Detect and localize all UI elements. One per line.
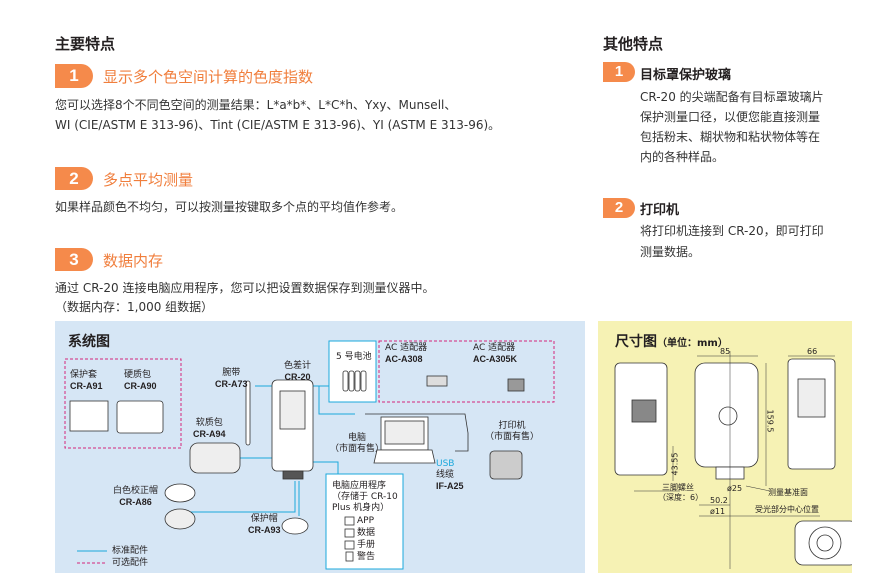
ref-plane-label: 测量基准面 [768, 488, 808, 497]
folder-icon [344, 540, 355, 550]
dim-height: 159.5 [765, 409, 775, 433]
ac-a308-image [426, 375, 448, 387]
usb-model: IF-A25 [436, 481, 464, 491]
case-label: 保护套 [70, 370, 98, 380]
file-app: APP [357, 516, 375, 526]
other-badge-2: 2 [603, 198, 635, 218]
legend-standard: 标准配件 [112, 546, 149, 556]
file-data: 数据 [357, 528, 376, 538]
dim-width: 85 [720, 347, 731, 356]
protect-cap-label: 保护帽 [250, 514, 278, 524]
device-model: CR-20 [284, 372, 311, 382]
software-line-3: Plus 机身内） [332, 503, 390, 513]
other-text-2a: 将打印机连接到 CR-20，即可打印 [640, 224, 824, 238]
other-title-2: 打印机 [640, 203, 680, 218]
dimension-unit: （单位：mm） [657, 338, 728, 349]
dim-depth: 66 [807, 347, 818, 356]
center-label: 受光部分中心位置 [755, 505, 819, 514]
usb-cable-label: 线缆 [436, 470, 455, 480]
feature-text-2: 如果样品颜色不均匀，可以按测量按键取多个点的平均值作参考。 [55, 200, 404, 214]
feature-badge-1: 1 [55, 64, 93, 88]
other-title-1: 目标罩保护玻璃 [640, 68, 732, 83]
usb-label: USB [436, 459, 455, 469]
feature-badge-2: 2 [55, 167, 93, 190]
tripod-depth: （深度：6） [658, 493, 704, 502]
other-text-1d: 内的各种样品。 [640, 150, 725, 164]
folder-icon [344, 516, 355, 526]
software-line-2: （存储于 CR-10 [332, 492, 398, 502]
ac1-label: AC 适配器 [385, 343, 428, 353]
dim-aperture: ø25 [727, 484, 743, 493]
document-icon [345, 551, 354, 562]
feature-title-1: 显示多个色空间计算的色度指数 [103, 68, 314, 86]
tripod-label: 三脚螺丝 [662, 483, 694, 492]
software-line-1: 电脑应用程序 [332, 481, 387, 491]
white-cap-image [164, 483, 196, 503]
soft-case-label: 软质包 [195, 418, 223, 428]
main-features-heading: 主要特点 [55, 35, 116, 53]
case-model: CR-A91 [70, 381, 103, 391]
dim-offset: 50.2 [710, 496, 728, 505]
protect-cap-model: CR-A93 [248, 525, 281, 535]
folder-icon [344, 528, 355, 538]
feature-text-1b: WI (CIE/ASTM E 313-96)、Tint (CIE/ASTM E … [55, 118, 501, 132]
printer-image [489, 450, 523, 480]
dim-tripod-height: 43.55 [670, 452, 680, 476]
soft-case-model: CR-A94 [193, 429, 226, 439]
printer-label: 打印机 [498, 421, 526, 431]
hard-case-image [116, 400, 164, 434]
strap-image [245, 380, 251, 446]
other-text-1a: CR-20 的尖端配备有目标罩玻璃片 [640, 90, 824, 104]
battery-label: 5 号电池 [336, 352, 372, 362]
white-cap-label: 白色校正帽 [113, 486, 159, 496]
device-label: 色差计 [284, 361, 312, 371]
other-text-1b: 保护测量口径，以便您能直接测量 [640, 110, 821, 124]
other-features-heading: 其他特点 [603, 35, 664, 53]
dim-inner: ø11 [710, 507, 726, 516]
optional-ac-box [378, 340, 555, 403]
feature-text-3b: （数据内存：1,000 组数据） [55, 300, 214, 314]
hard-case-label: 硬质包 [124, 370, 152, 380]
hard-case-model: CR-A90 [124, 381, 157, 391]
feature-title-2: 多点平均测量 [103, 171, 194, 189]
strap-label: 腕带 [222, 368, 241, 378]
dimension-graphics [614, 351, 852, 569]
file-icons [344, 516, 355, 562]
other-badge-1: 1 [603, 62, 635, 82]
optional-case-box [64, 358, 182, 449]
protect-cap-image [281, 517, 309, 535]
ac2-model: AC-A305K [473, 354, 518, 364]
dimension-title: 尺寸图（单位：mm） [615, 334, 728, 350]
file-warning: 警告 [357, 552, 376, 562]
dimension-diagram: 尺寸图（单位：mm） 85 66 159.5 43.55 三脚螺丝 （深度：6）… [598, 321, 852, 573]
pc-label: 电脑 [348, 433, 367, 443]
system-diagram-title: 系统图 [68, 334, 110, 350]
software-box [325, 473, 404, 570]
file-manual: 手册 [357, 540, 376, 550]
ac1-model: AC-A308 [385, 354, 423, 364]
case-image [69, 400, 109, 432]
pc-note: （市面有售） [330, 444, 385, 454]
feature-text-3a: 通过 CR-20 连接电脑应用程序，您可以把设置数据保存到测量仪器中。 [55, 281, 435, 295]
printer-note: （市面有售） [485, 432, 540, 442]
feature-badge-3: 3 [55, 248, 93, 271]
other-text-2b: 测量数据。 [640, 245, 701, 259]
feature-text-1a: 您可以选择8个不同色空间的测量结果：L*a*b*、L*C*h、Yxy、Munse… [55, 98, 457, 112]
soft-case-image [189, 442, 241, 474]
other-text-1c: 包括粉末、糊状物和粘状物体等在 [640, 130, 821, 144]
ac-a305k-image [507, 378, 525, 392]
white-cap-model: CR-A86 [119, 497, 152, 507]
legend-optional: 可选配件 [112, 558, 149, 568]
strap-model: CR-A73 [215, 379, 248, 389]
feature-title-3: 数据内存 [103, 252, 164, 270]
system-diagram-graphics [64, 340, 555, 570]
ac2-label: AC 适配器 [473, 343, 516, 353]
